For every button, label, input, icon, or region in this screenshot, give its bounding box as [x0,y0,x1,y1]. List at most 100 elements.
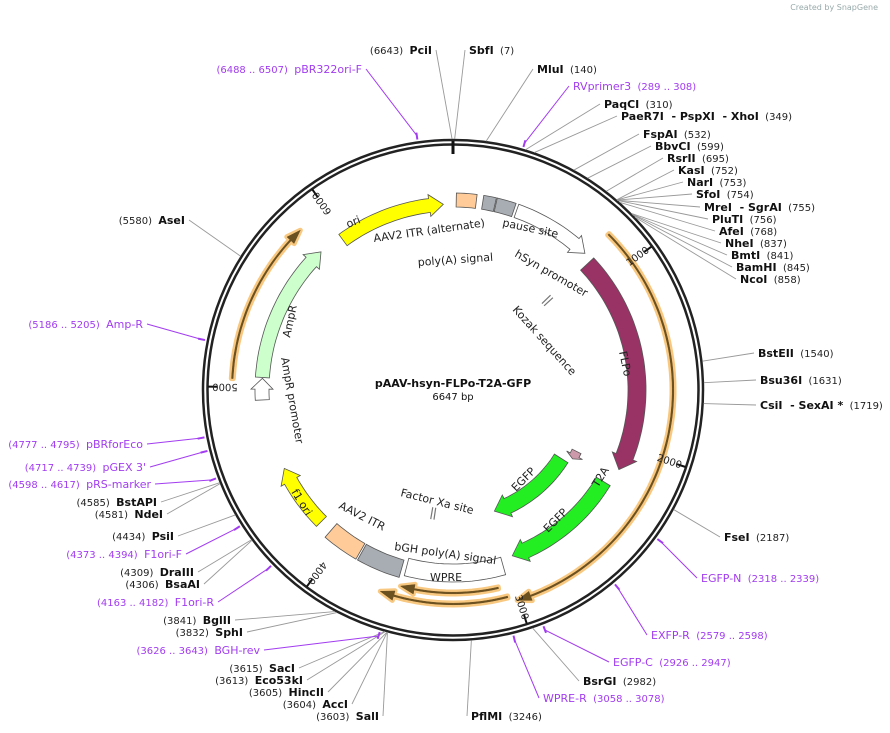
orf-arrow[interactable] [228,227,303,382]
feature-bgh-poly-a-signal[interactable] [356,543,405,578]
site-ncoi[interactable]: NcoI (858) [634,216,801,286]
site-paer7i-pspxi-xhoi[interactable]: PaeR7I - PspXI - XhoI (349) [534,110,792,153]
site-name: pBR322ori-F [294,63,362,76]
site-name: PluTI [712,213,743,226]
site-saci[interactable]: (3615) SacI [229,631,385,675]
primer-egfp-n[interactable]: EGFP-N (2318 .. 2339) [656,538,819,585]
primer-pbr322ori-f[interactable]: (6488 .. 6507) pBR322ori-F [216,63,419,140]
feature-aav2-itr-alternate[interactable] [455,192,478,209]
site-pcii[interactable]: (6643) PciI [370,44,453,140]
svg-text:(4309) DraIII: (4309) DraIII [120,566,194,579]
primer-f1ori-r[interactable]: (4163 .. 4182) F1ori-R [97,565,272,609]
primer-rvprimer3[interactable]: RVprimer3 (289 .. 308) [522,80,696,148]
site-location: (1719) [850,401,883,412]
site-bbvci[interactable]: BbvCI (599) [587,140,724,179]
site-psii[interactable]: (4434) PsiI [112,514,236,543]
leader-line [617,199,709,220]
site-bsaai[interactable]: (4306) BsaAI [125,539,253,591]
site-hincii[interactable]: (3605) HincII [249,631,388,699]
feature-aav2-itr[interactable] [324,523,366,560]
tick-label: 6000 [311,189,335,216]
site-pluti[interactable]: PluTI (756) [617,199,777,226]
site-afei[interactable]: AfeI (768) [619,201,778,238]
site-rsrii[interactable]: RsrII (695) [606,152,729,192]
site-acci[interactable]: (3604) AccI [283,632,388,711]
primer-amp-r[interactable]: (5186 .. 5205) Amp-R [28,318,206,342]
svg-text:PaqCI (310): PaqCI (310) [604,98,673,111]
site-location: (752) [711,166,738,177]
leader-line [703,403,757,406]
site-sfoi[interactable]: SfoI (754) [617,188,754,201]
site-bsteii[interactable]: BstEII (1540) [702,347,834,362]
primer-binding-mark [656,538,664,545]
site-bsu36i[interactable]: Bsu36I (1631) [703,374,842,387]
site-nari[interactable]: NarI (753) [616,176,747,201]
site-location: (845) [783,263,810,274]
site-asei[interactable]: (5580) AseI [119,214,241,257]
feature-egfp[interactable] [511,476,611,563]
site-sali[interactable]: (3603) SalI [316,632,388,723]
feature-flpo[interactable] [580,257,647,471]
site-bstapi[interactable]: (4585) BstAPI [77,482,220,509]
feature-pause-site[interactable] [493,197,517,218]
primer-exfp-r[interactable]: EXFP-R (2579 .. 2598) [614,583,768,642]
site-sbfi[interactable]: SbfI (7) [454,44,515,140]
site-location: (4717 .. 4739) [25,463,97,474]
site-name: BamHI [736,261,777,274]
primer-egfp-c[interactable]: EGFP-C (2926 .. 2947) [542,625,731,669]
site-fsei[interactable]: FseI (2187) [673,509,790,544]
primer-bgh-rev[interactable]: (3626 .. 3643) BGH-rev [137,631,381,657]
feature-factor-xa-site-marker[interactable] [430,507,437,520]
primer-pgex-3[interactable]: (4717 .. 4739) pGEX 3' [25,449,208,474]
leader-line [634,216,737,280]
site-location: (4581) [95,510,128,521]
site-mlui[interactable]: MluI (140) [485,63,597,142]
site-nhei[interactable]: NheI (837) [631,213,787,250]
leader-line [154,479,213,485]
site-name: pRS-marker [86,478,151,491]
svg-text:MluI (140): MluI (140) [537,63,597,76]
feature-wpre[interactable] [403,556,507,583]
orf-arrow[interactable] [377,588,511,608]
leader-line [246,612,338,633]
site-bglii[interactable]: (3841) BglII [163,611,336,627]
orf-arrow[interactable] [398,581,502,597]
leader-line [435,49,453,140]
feature-egfp[interactable] [493,453,569,518]
site-draiii[interactable]: (4309) DraIII [120,539,252,579]
primer-pbrforeco[interactable]: (4777 .. 4795) pBRforEco [8,436,205,451]
site-kasi[interactable]: KasI (752) [616,164,738,201]
feature-t2a[interactable] [566,448,583,460]
site-location: (5186 .. 5205) [28,320,100,331]
leader-line [617,199,701,208]
feature-f1-ori[interactable] [280,467,327,527]
site-eco53ki[interactable]: (3613) Eco53kI [215,631,386,687]
site-pflmi[interactable]: PflMI (3246) [466,640,542,723]
feature-ampr-promoter[interactable] [249,377,274,401]
feature-kozak-sequence-marker[interactable] [541,294,554,307]
site-bsrgi[interactable]: BsrGI (2982) [532,627,657,688]
primer-prs-marker[interactable]: (4598 .. 4617) pRS-marker [8,477,217,491]
site-bmti[interactable]: BmtI (841) [631,213,794,262]
site-ndei[interactable]: (4581) NdeI [95,483,221,521]
orf-arrow[interactable] [514,231,677,604]
leader-line [617,193,693,201]
site-name: SacI [269,662,295,675]
primer-wpre-r[interactable]: WPRE-R (3058 .. 3078) [512,635,665,705]
site-csii-sexai[interactable]: CsiI - SexAI * (1719) [703,399,883,412]
site-bamhi[interactable]: BamHI (845) [632,214,810,274]
feature-poly-a-signal[interactable] [481,194,497,212]
site-sphi[interactable]: (3832) SphI [176,612,338,639]
site-paqci[interactable]: PaqCI (310) [525,98,673,151]
feature-hsyn-promoter[interactable] [513,203,586,254]
site-mrei-sgrai[interactable]: MreI - SgrAI (755) [617,199,815,214]
svg-text:(6488 .. 6507) pBR322ori-F: (6488 .. 6507) pBR322ori-F [216,63,362,76]
site-fspai[interactable]: FspAI (532) [573,128,711,171]
feature-ampr[interactable] [254,251,322,379]
feature-label-kozak: Kozak sequence [510,303,579,378]
site-name: BsaAI [165,578,200,591]
primer-f1ori-f[interactable]: (4373 .. 4394) F1ori-F [66,525,241,561]
feature-ori[interactable] [338,193,444,247]
svg-text:(3613) Eco53kI: (3613) Eco53kI [215,674,303,687]
leader-line [185,527,237,555]
